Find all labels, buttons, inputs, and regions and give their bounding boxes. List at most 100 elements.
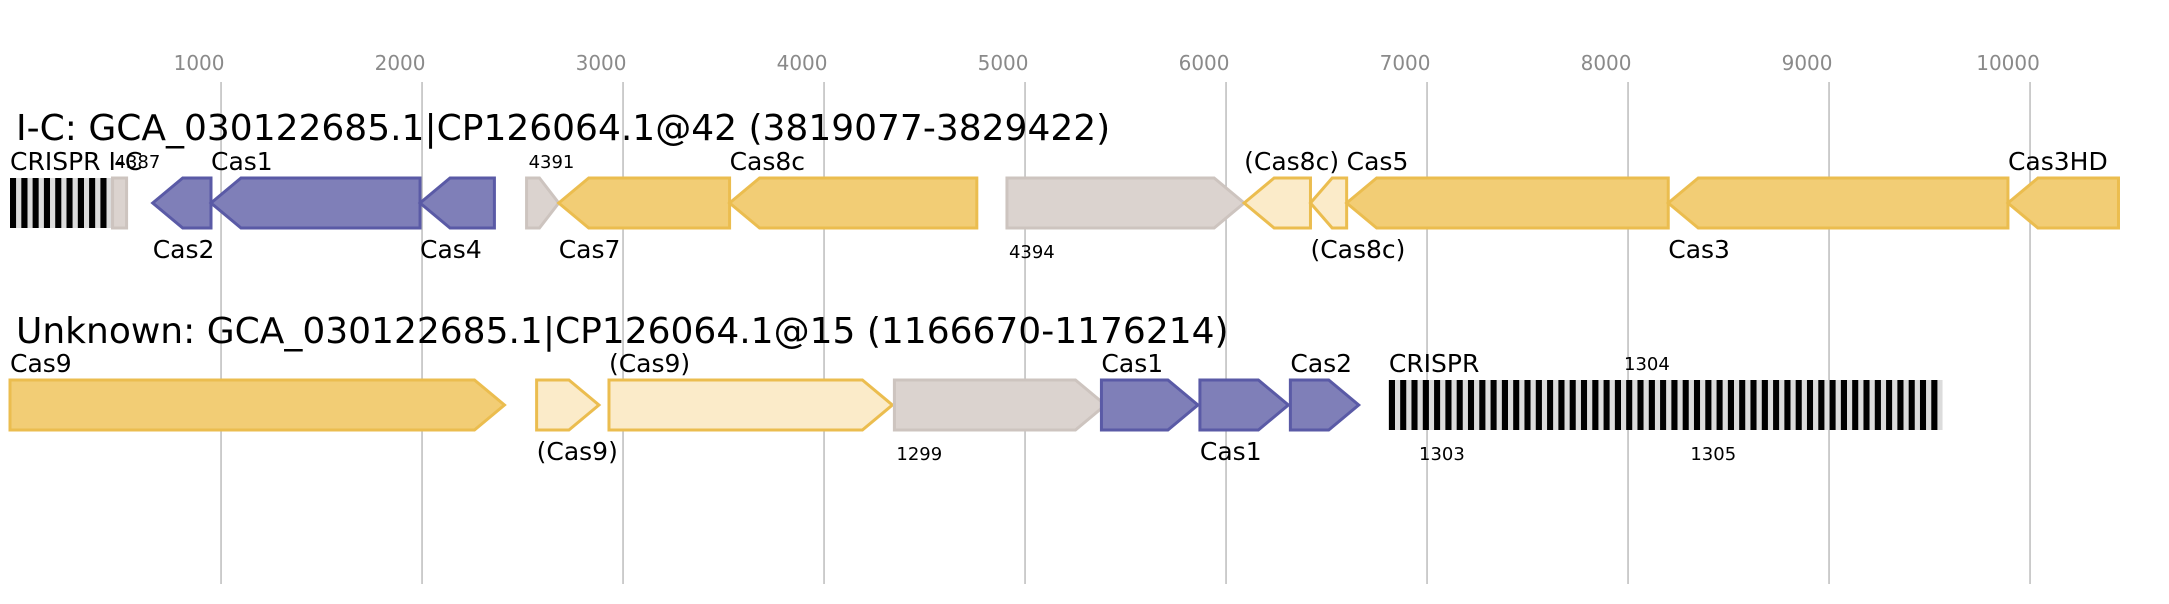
crispr-spacer — [1711, 380, 1717, 430]
crispr-repeat — [1456, 380, 1463, 430]
gene-feature: Cas3HD — [2005, 147, 2120, 230]
gene-label: (Cas9) — [609, 349, 690, 378]
crispr-spacer — [95, 178, 101, 228]
crispr-spacer — [38, 178, 44, 228]
crispr-spacer — [1835, 380, 1841, 430]
crispr-spacer — [1824, 380, 1830, 430]
crispr-spacer — [1621, 380, 1627, 430]
gene-feature: Cas3 — [1665, 176, 2010, 264]
gene-feature: 4394 — [1005, 176, 1247, 263]
crispr-repeat — [1773, 380, 1780, 430]
gene-label: 4394 — [1009, 242, 1055, 263]
crispr-spacer — [1880, 380, 1887, 430]
axis-tick-label: 3000 — [576, 51, 627, 75]
crispr-repeat — [1648, 380, 1655, 430]
gene-arrow — [2005, 176, 2120, 230]
gene-feature: Cas1 — [1099, 349, 1201, 432]
gene-arrow — [1241, 176, 1312, 230]
crispr-repeat — [1411, 380, 1418, 430]
gene-feature: Cas5 — [1344, 147, 1670, 230]
crispr-spacer — [1700, 380, 1706, 430]
crispr-repeat — [1479, 380, 1486, 430]
grid-layer — [220, 82, 2031, 584]
crispr-repeat — [1501, 380, 1509, 430]
crispr-repeat — [1784, 380, 1791, 430]
gene-label: Cas1 — [211, 147, 273, 176]
crispr-spacer — [1417, 380, 1423, 430]
gene-arrow — [1308, 176, 1349, 230]
crispr-spacer — [1598, 380, 1604, 430]
crispr-repeat — [1818, 380, 1825, 430]
crispr-repeat — [1445, 380, 1452, 430]
crispr-spacer — [1485, 380, 1491, 430]
gene-feature: Cas2 — [150, 176, 214, 264]
crispr-spacer — [1462, 380, 1468, 430]
axis-tick-label: 2000 — [375, 51, 426, 75]
gene-arrow — [150, 176, 213, 230]
crispr-repeat — [10, 178, 17, 228]
gene-label: Cas9 — [10, 349, 72, 378]
crispr-spacer — [1903, 380, 1909, 430]
crispr-repeat — [1919, 380, 1927, 430]
gene-arrow — [1005, 176, 1247, 230]
gene-feature: 4391 — [525, 152, 574, 230]
crispr-spacer — [1474, 380, 1480, 430]
crispr-repeat — [89, 178, 96, 228]
crispr-repeat — [1931, 380, 1938, 430]
crispr-repeat — [1682, 380, 1689, 430]
crispr-repeat — [100, 178, 107, 228]
crispr-repeat — [1388, 380, 1396, 430]
crispr-repeat — [1671, 380, 1678, 430]
crispr-repeat — [1467, 380, 1475, 430]
crispr-repeat — [66, 178, 73, 228]
gene-arrow — [1665, 176, 2010, 230]
gene-label: CRISPR — [1389, 349, 1480, 378]
crispr-repeat — [1558, 380, 1565, 430]
crispr-spacer — [1406, 380, 1412, 430]
crispr-repeat — [1750, 380, 1757, 430]
crispr-spacer — [1553, 380, 1559, 430]
feature-label: I-C — [108, 147, 142, 176]
gene-feature: CRISPR — [1388, 349, 1943, 430]
gene-label: Cas4 — [420, 235, 482, 264]
crispr-spacer — [1677, 380, 1683, 430]
gene-label: Cas5 — [1347, 147, 1409, 176]
crispr-repeat — [1569, 380, 1576, 430]
crispr-spacer — [1632, 380, 1638, 430]
gene-arrow — [1344, 176, 1670, 230]
crispr-repeat — [55, 178, 62, 228]
axis-tick-label: 6000 — [1179, 51, 1230, 75]
crispr-spacer — [1519, 380, 1525, 430]
crispr-spacer — [1745, 380, 1751, 430]
crispr-repeat — [1626, 380, 1633, 430]
gene-feature: (Cas9) — [607, 349, 895, 432]
gene-arrow — [607, 378, 895, 432]
crispr-spacer — [1847, 380, 1853, 430]
gene-feature: Cas1 — [208, 147, 422, 230]
crispr-spacer — [1722, 380, 1728, 430]
crispr-repeat — [1874, 380, 1881, 430]
crispr-spacer — [1541, 380, 1548, 430]
crispr-repeat — [77, 178, 84, 228]
gene-label: Cas2 — [1290, 349, 1352, 378]
crispr-repeat — [43, 178, 51, 228]
locus-title: Unknown: GCA_030122685.1|CP126064.1@15 (… — [16, 311, 1229, 352]
crispr-spacer — [1869, 380, 1875, 430]
crispr-repeat — [1863, 380, 1870, 430]
crispr-spacer — [1858, 380, 1864, 430]
crispr-repeat — [1886, 380, 1893, 430]
crispr-repeat — [21, 178, 28, 228]
crispr-repeat — [1660, 380, 1667, 430]
crispr-spacer — [84, 178, 90, 228]
crispr-spacer — [1937, 380, 1943, 430]
crispr-repeat — [1513, 380, 1520, 430]
crispr-repeat — [1547, 380, 1554, 430]
crispr-repeat — [1908, 380, 1915, 430]
axis-tick-label: 4000 — [777, 51, 828, 75]
locus-layer: I-C: GCA_030122685.1|CP126064.1@42 (3819… — [8, 108, 2120, 466]
gene-arrow — [1099, 378, 1201, 432]
crispr-spacer — [1451, 380, 1457, 430]
locus-title: I-C: GCA_030122685.1|CP126064.1@42 (3819… — [16, 108, 1110, 149]
